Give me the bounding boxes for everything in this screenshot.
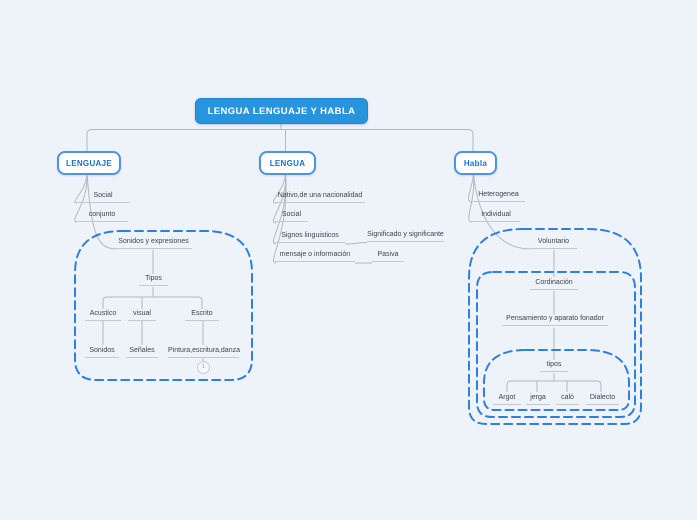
- node-cordinacion[interactable]: Cordinación: [530, 278, 578, 290]
- node-heterogenea[interactable]: Heterogenea: [472, 190, 525, 202]
- collapsed-children-badge[interactable]: 1: [197, 361, 210, 374]
- node-tipos-lenguaje[interactable]: Tipos: [139, 274, 168, 286]
- node-calo[interactable]: caló: [556, 393, 579, 405]
- node-individual[interactable]: Individual: [472, 210, 520, 222]
- node-visual[interactable]: visual: [128, 309, 156, 321]
- node-senales[interactable]: Señales: [126, 346, 158, 358]
- node-voluntario[interactable]: Voluntario: [530, 237, 577, 249]
- node-sonidos-y-expresiones[interactable]: Sonidos y expresiones: [115, 237, 192, 249]
- node-escrito[interactable]: Escrito: [185, 309, 219, 321]
- node-social-lengua[interactable]: Social: [275, 210, 308, 222]
- root-node-lengua-lenguaje-y-habla[interactable]: LENGUA LENGUAJE Y HABLA: [195, 98, 368, 124]
- node-conjunto[interactable]: conjunto: [76, 210, 128, 222]
- node-mensaje-informacion[interactable]: mensaje o información: [275, 250, 355, 262]
- habla-branch-connectors: [468, 173, 602, 392]
- node-tipos-habla[interactable]: tipos: [540, 360, 568, 372]
- boundary-sonidos-expresiones: [74, 230, 253, 381]
- node-lenguaje[interactable]: LENGUAJE: [57, 151, 121, 175]
- node-pintura-escritura-danza[interactable]: Pintura,escritura,danza: [168, 346, 240, 358]
- node-habla-label: Habla: [463, 158, 488, 168]
- node-lengua-label: LENGUA: [269, 158, 306, 168]
- node-jerga[interactable]: jerga: [526, 393, 550, 405]
- node-nativo-nacionalidad[interactable]: Nativo,de una nacionalidad: [275, 191, 365, 203]
- node-social-lenguaje[interactable]: Social: [76, 191, 130, 203]
- node-lengua[interactable]: LENGUA: [259, 151, 316, 175]
- node-signos-linguisticos[interactable]: Signos linguisticos: [275, 231, 345, 243]
- boundary-habla-middle: [476, 271, 636, 418]
- boundary-habla-outer: [468, 228, 642, 425]
- root-node-label: LENGUA LENGUAJE Y HABLA: [207, 105, 356, 117]
- node-pensamiento-aparato-fonador[interactable]: Pensamiento y aparato fonador: [502, 314, 608, 326]
- node-lenguaje-label: LENGUAJE: [66, 158, 112, 168]
- node-pasiva[interactable]: Pasiva: [372, 250, 404, 262]
- lenguaje-branch-connectors: [74, 173, 204, 361]
- node-significado-significante[interactable]: Significado y significante: [367, 230, 444, 242]
- node-argot[interactable]: Argot: [493, 393, 521, 405]
- root-elbow-connectors: [86, 122, 474, 151]
- node-dialecto[interactable]: Dialecto: [586, 393, 619, 405]
- boundary-habla-tipos: [483, 349, 630, 411]
- lengua-branch-connectors: [272, 173, 372, 264]
- node-sonidos[interactable]: Sonidos: [85, 346, 119, 358]
- node-acustico[interactable]: Acustico: [85, 309, 121, 321]
- node-habla[interactable]: Habla: [454, 151, 497, 175]
